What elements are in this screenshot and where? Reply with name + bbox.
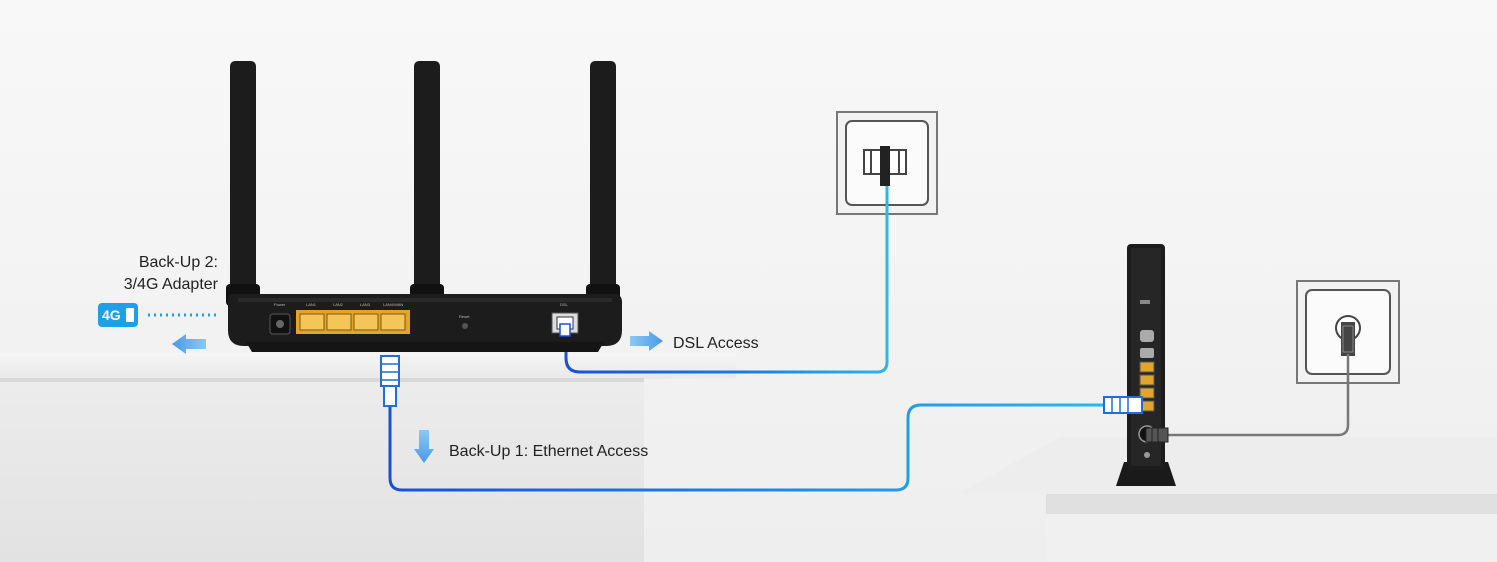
port-label: LAN2 — [333, 302, 344, 307]
ethernet-plug-router — [380, 355, 400, 407]
right-shelf — [958, 437, 1497, 562]
port-label: Reset — [459, 314, 470, 319]
router-antennas — [226, 61, 620, 306]
ethernet-plug-modem — [1103, 396, 1143, 414]
arrow-left-icon — [172, 334, 206, 354]
dsl-access-label: DSL Access — [673, 335, 759, 352]
backup2-title: Back-Up 2: — [138, 254, 218, 271]
port-label: DSL — [560, 302, 569, 307]
backup1-label: Back-Up 1: Ethernet Access — [449, 443, 649, 460]
left-shelf — [0, 353, 736, 562]
port-label: LAN1 — [306, 302, 317, 307]
ethernet-cable — [388, 403, 1106, 492]
4g-adapter-icon: 4G — [98, 303, 138, 327]
port-label: LAN3 — [360, 302, 371, 307]
coax-cable — [1168, 354, 1350, 437]
port-label: Power — [274, 302, 286, 307]
coax-plug — [1145, 427, 1169, 443]
backup2-subtitle: 3/4G Adapter — [123, 276, 218, 293]
router — [228, 294, 622, 352]
port-label: LAN4/WAN — [383, 302, 403, 307]
arrow-right-icon — [630, 331, 663, 351]
router-port-labels: Power LAN1 LAN2 LAN3 LAN4/WAN Reset DSL — [274, 302, 569, 319]
arrow-down-icon — [414, 430, 434, 463]
dsl-plug-router — [559, 323, 571, 337]
dsl-cable — [564, 186, 889, 374]
